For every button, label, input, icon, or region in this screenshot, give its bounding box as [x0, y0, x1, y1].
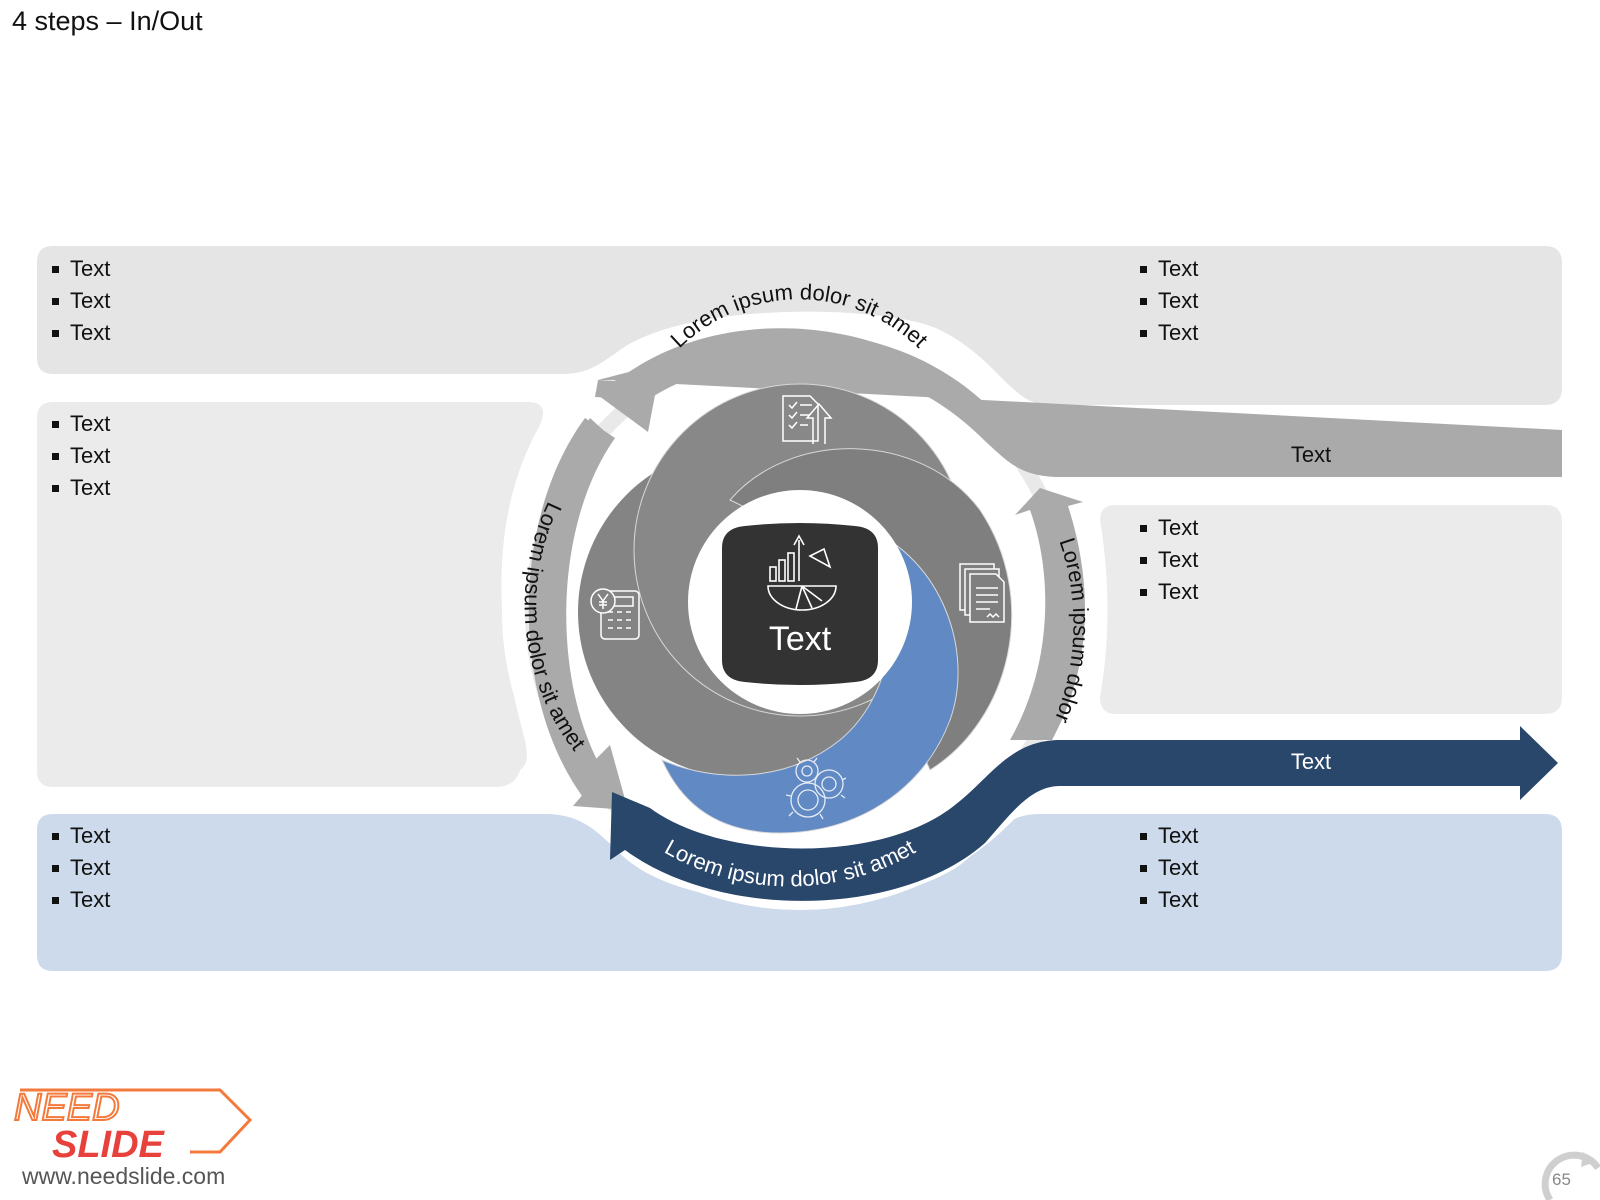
segment-bottom	[661, 528, 959, 834]
footer-url[interactable]: www.needslide.com	[22, 1163, 226, 1189]
list-item: Text	[1138, 317, 1198, 349]
center-disk	[722, 523, 878, 685]
out-arrow-band	[610, 726, 1558, 901]
list-middle-right: Text Text Text	[1138, 512, 1198, 608]
slide-title: 4 steps – In/Out	[12, 6, 203, 36]
gears-icon	[785, 757, 847, 820]
list-item: Text	[50, 852, 110, 884]
in-arrow-label: Text	[1291, 442, 1331, 467]
panel-middle-left	[37, 402, 544, 787]
list-item: Text	[50, 472, 110, 504]
list-item: Text	[1138, 576, 1198, 608]
needslide-logo: NEED SLIDE	[13, 1086, 253, 1166]
list-item: Text	[1138, 512, 1198, 544]
calculator-yen-icon	[590, 588, 640, 640]
list-item: Text	[50, 253, 110, 285]
list-top-left: Text Text Text	[50, 253, 110, 349]
panel-bottom	[37, 814, 1562, 971]
right-arc-arrow	[1010, 488, 1086, 740]
list-item: Text	[1138, 285, 1198, 317]
list-item: Text	[50, 884, 110, 916]
list-item: Text	[1138, 884, 1198, 916]
list-bottom-right: Text Text Text	[1138, 820, 1198, 916]
list-top-right: Text Text Text	[1138, 253, 1198, 349]
list-middle-left: Text Text Text	[50, 408, 110, 504]
out-arrow-label: Text	[1291, 749, 1331, 774]
page-badge	[1541, 1151, 1600, 1200]
documents-icon	[959, 563, 1005, 623]
list-item: Text	[1138, 253, 1198, 285]
list-item: Text	[50, 285, 110, 317]
list-item: Text	[50, 408, 110, 440]
in-arrow-top-arc	[595, 328, 1070, 477]
list-item: Text	[50, 317, 110, 349]
left-arc-body	[528, 418, 615, 800]
list-item: Text	[1138, 852, 1198, 884]
list-item: Text	[50, 820, 110, 852]
analytics-chart-icon	[767, 534, 837, 611]
panel-top	[37, 246, 1562, 405]
list-bottom-left: Text Text Text	[50, 820, 110, 916]
in-arrow-band	[595, 343, 1562, 477]
list-item: Text	[1138, 544, 1198, 576]
panel-middle-right	[1100, 505, 1562, 714]
list-item: Text	[1138, 820, 1198, 852]
list-item: Text	[50, 440, 110, 472]
logo-need: NEED	[14, 1087, 120, 1129]
logo-slide: SLIDE	[52, 1124, 166, 1166]
page-number: 65	[1552, 1170, 1571, 1189]
center-label: Text	[769, 620, 832, 658]
checklist-upload-icon	[782, 395, 833, 444]
